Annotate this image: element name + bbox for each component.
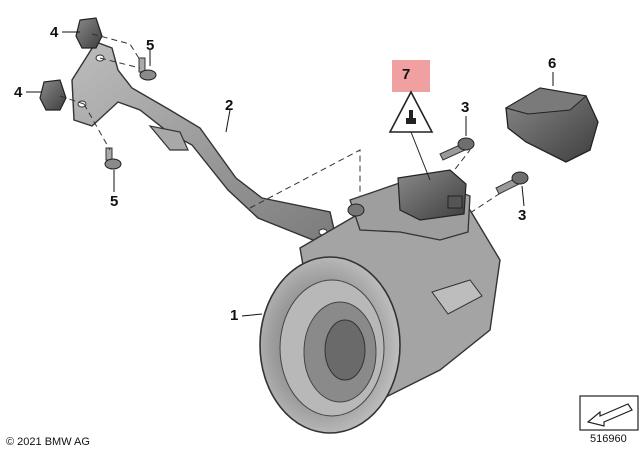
callout-7: 7 <box>402 66 411 83</box>
callout-3-lower: 3 <box>518 207 527 224</box>
callout-6: 6 <box>548 55 557 72</box>
leader-lines <box>26 31 554 317</box>
cover-part-6 <box>504 87 599 163</box>
bracket-part-2 <box>71 41 337 243</box>
horn-part-1 <box>259 169 501 434</box>
warning-label-part-7 <box>388 60 434 181</box>
clip-part-4-upper <box>75 17 103 49</box>
callout-4-lower: 4 <box>14 84 23 101</box>
callout-4-upper: 4 <box>50 24 59 41</box>
bolt-part-3-lower <box>495 171 529 195</box>
callout-2: 2 <box>225 97 234 114</box>
view-direction-icon <box>579 395 639 431</box>
copyright-text: © 2021 BMW AG <box>6 436 90 448</box>
callout-5-upper: 5 <box>146 37 155 54</box>
diagram-id: 516960 <box>590 433 627 445</box>
callout-3-upper: 3 <box>461 99 470 116</box>
screw-part-5-upper <box>138 57 157 81</box>
callout-1: 1 <box>230 307 239 324</box>
screw-part-5-lower <box>104 147 122 170</box>
bolt-part-3-upper <box>439 137 475 161</box>
clip-part-4-lower <box>39 79 67 111</box>
callout-5-lower: 5 <box>110 193 119 210</box>
